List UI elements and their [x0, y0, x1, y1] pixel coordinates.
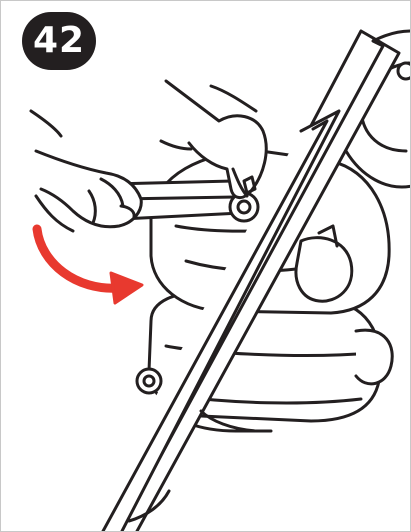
rotation-arrow: [37, 229, 142, 303]
step-number-badge: 42: [22, 12, 96, 70]
left-hand: [31, 111, 141, 231]
step-number: 42: [33, 23, 85, 59]
